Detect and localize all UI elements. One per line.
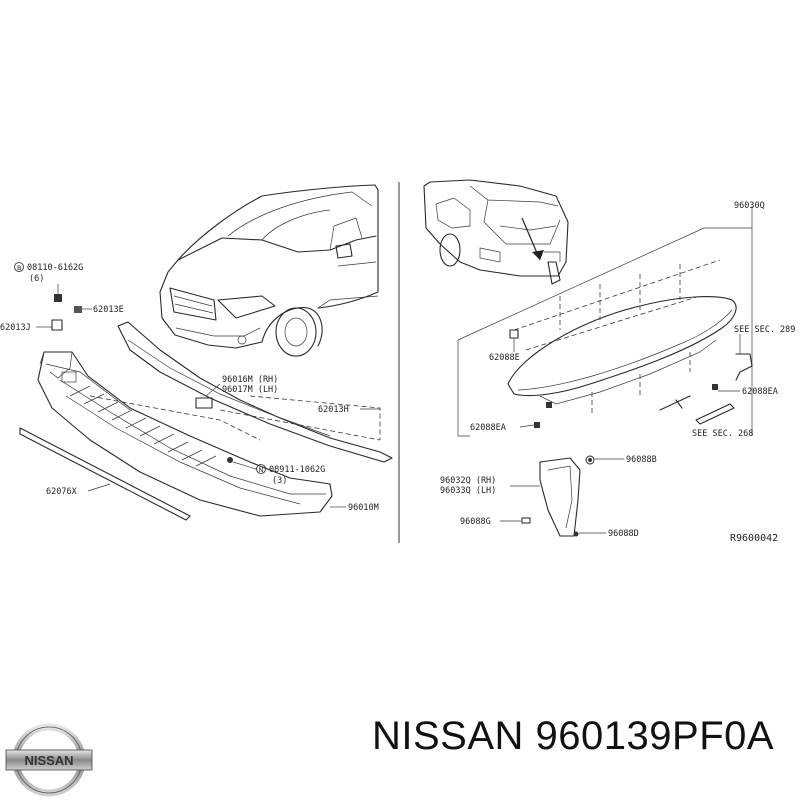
front-lower-bumper [37, 351, 333, 517]
label-cap-g: 96088G [460, 517, 491, 527]
assembly-line-bottom [89, 395, 261, 441]
label-clip-right: 62013H [318, 405, 349, 415]
fastener-bolt-icon [51, 294, 233, 463]
label-ref-code: R9600042 [730, 533, 778, 544]
callout-bracket [457, 206, 753, 436]
front-grille-insert [117, 321, 393, 463]
label-bolt-b: 08110-6162G [27, 263, 83, 273]
label-clip-upper: 62013E [93, 305, 124, 315]
nissan-logo-icon: NISSAN [5, 723, 93, 797]
product-title: NISSAN 960139PF0A [372, 714, 775, 758]
rear-fastener-icon [509, 329, 753, 428]
rear-garnish [521, 455, 595, 537]
suv-front-illustration [159, 184, 379, 357]
label-see-sec-289: SEE SEC. 289 [734, 325, 795, 335]
label-grille-lh: 96017M (LH) [222, 385, 278, 395]
label-clip-left: 62013J [0, 323, 31, 333]
label-nut-n: 08911-1062G [269, 465, 325, 475]
label-cap-d: 96088D [608, 529, 639, 539]
label-see-sec-268: SEE SEC. 268 [692, 429, 753, 439]
svg-text:B: B [17, 264, 21, 272]
molding-strip [19, 427, 191, 521]
label-bolt-b-qty: (6) [29, 274, 44, 284]
label-grille-rh: 96016M (RH) [222, 375, 278, 385]
label-garnish-lh: 96033Q (LH) [440, 486, 496, 496]
assembly-line-left [219, 395, 381, 441]
label-nut-n-qty: (3) [272, 476, 287, 486]
label-clip-ea-right: 62088EA [742, 387, 778, 397]
bolt-b-badge-icon [14, 262, 24, 272]
label-spoiler: 96010M [348, 503, 379, 513]
label-garnish-rh: 96032Q (RH) [440, 476, 496, 486]
label-cap-b: 96088B [626, 455, 657, 465]
label-clip-ea-left: 62088EA [470, 423, 506, 433]
suv-rear-illustration [423, 179, 569, 285]
nut-n-badge-icon [256, 464, 266, 474]
label-spoiler-rear: 96030Q [734, 201, 765, 211]
svg-text:N: N [259, 466, 264, 474]
rear-roof-spoiler [507, 259, 737, 416]
label-strip: 62076X [46, 487, 78, 497]
label-clip-e: 62088E [489, 353, 520, 363]
svg-text:NISSAN: NISSAN [24, 753, 73, 768]
